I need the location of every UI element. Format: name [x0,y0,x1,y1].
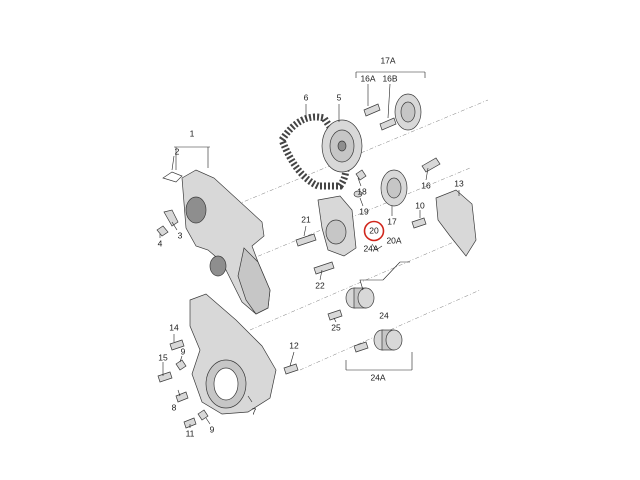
bolt-16b [379,117,397,131]
callout-24a-lower[interactable]: 24A [370,372,385,382]
camshaft-sprocket [321,119,363,173]
callout-16[interactable]: 16 [421,180,431,190]
callout-9-upper[interactable]: 9 [181,346,186,356]
callout-14[interactable]: 14 [169,322,179,332]
callout-2[interactable]: 2 [175,146,180,156]
callout-labels: 1 2 3 4 6 5 17A 16A 16B 16 17 18 19 13 1… [158,55,464,438]
bolt-24a [353,341,369,353]
callout-1[interactable]: 1 [190,128,195,138]
pulley-17 [380,169,408,207]
bolt-11 [183,417,197,429]
clip-9b [197,409,209,421]
callout-10[interactable]: 10 [415,200,425,210]
roller-24 [345,287,375,309]
callout-13[interactable]: 13 [454,178,464,188]
sensor-16 [421,157,441,173]
washer-19 [353,190,363,198]
callout-4[interactable]: 4 [158,238,163,248]
callout-3[interactable]: 3 [178,230,183,240]
cover-bracket [163,209,179,227]
callout-24a-upper[interactable]: 24A [363,243,378,253]
callout-7[interactable]: 7 [252,406,257,416]
roller-24a [373,329,403,351]
bolt-14 [169,339,185,351]
bracket-13 [435,189,477,257]
bolt-8 [175,391,189,403]
callout-19[interactable]: 19 [359,206,369,216]
pulley-17a [394,93,422,131]
callout-22[interactable]: 22 [315,280,325,290]
callout-17[interactable]: 17 [387,216,397,226]
bolt-12 [283,363,299,375]
bolt-21 [295,233,317,247]
callout-25[interactable]: 25 [331,322,341,332]
lower-timing-cover [189,293,277,415]
upper-timing-cover [181,169,271,315]
callout-8[interactable]: 8 [172,402,177,412]
callout-20a[interactable]: 20A [386,235,401,245]
callout-20[interactable]: 20 [369,225,379,235]
highlight-ring [363,220,385,242]
callout-21[interactable]: 21 [301,214,311,224]
bolt-22 [313,261,335,275]
callout-9-lower[interactable]: 9 [210,424,215,434]
callout-18[interactable]: 18 [357,186,367,196]
callout-15[interactable]: 15 [158,352,168,362]
clip-9a [175,359,187,371]
bolt-4 [156,225,169,237]
belt-tensioner [317,195,357,257]
bolt-15 [157,371,173,383]
bolt-25 [327,309,343,321]
cover-clip [162,171,183,183]
callout-17a[interactable]: 17A [380,55,395,65]
callout-12[interactable]: 12 [289,340,299,350]
bolt-10 [411,217,427,229]
bolt-18 [355,169,367,181]
callout-16b[interactable]: 16B [382,73,397,83]
callout-11[interactable]: 11 [186,428,195,438]
callout-24[interactable]: 24 [379,310,389,320]
callout-16a[interactable]: 16A [360,73,375,83]
bolt-16a [363,103,381,117]
leader-lines [159,71,460,428]
callout-5[interactable]: 5 [337,92,342,102]
callout-6[interactable]: 6 [304,92,309,102]
